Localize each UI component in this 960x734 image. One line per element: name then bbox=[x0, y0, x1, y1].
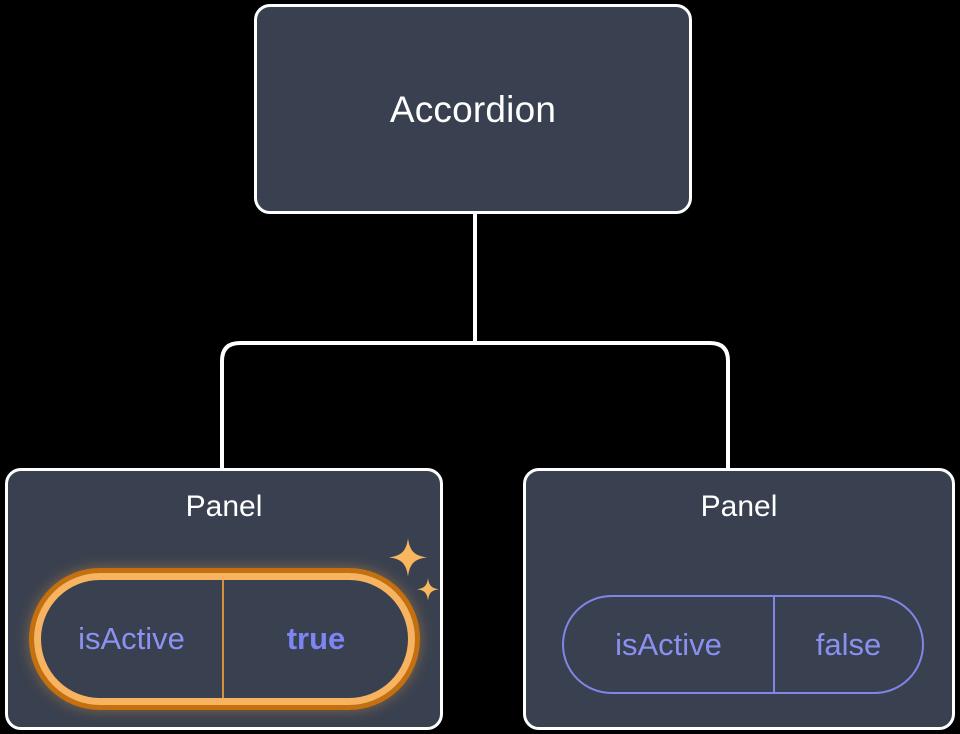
node-accordion[interactable]: Accordion bbox=[254, 4, 692, 214]
prop-value: true bbox=[222, 580, 408, 698]
node-title: Panel bbox=[185, 490, 263, 523]
prop-value: false bbox=[773, 597, 922, 692]
node-panel-inactive[interactable]: Panel isActive false bbox=[523, 468, 955, 730]
prop-pill-inner: isActive true bbox=[34, 573, 415, 705]
node-title: Panel bbox=[700, 490, 778, 523]
prop-pill-isactive-true[interactable]: isActive true bbox=[29, 568, 420, 710]
prop-key: isActive bbox=[615, 626, 722, 662]
connector-branch bbox=[220, 341, 730, 468]
prop-key: isActive bbox=[78, 621, 185, 656]
node-title: Accordion bbox=[389, 88, 557, 130]
prop-pill-isactive-false[interactable]: isActive false bbox=[562, 595, 924, 694]
